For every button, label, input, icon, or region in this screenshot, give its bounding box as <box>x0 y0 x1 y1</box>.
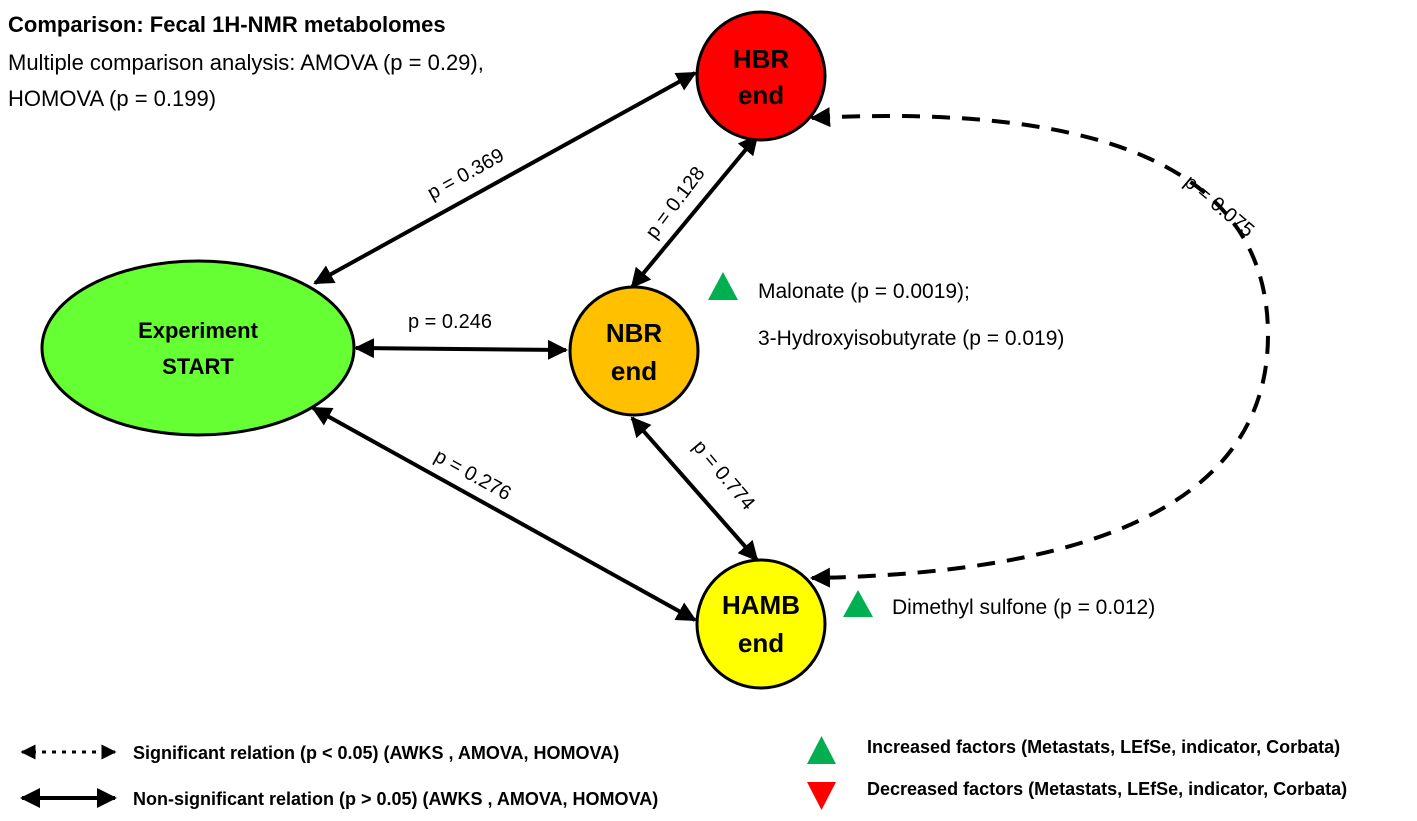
increased-triangle-icon <box>708 272 738 300</box>
node-hbr-label-line2: end <box>738 80 784 110</box>
legend-decreased-triangle-icon <box>807 782 836 810</box>
edge-label-hbr-hamb: p = 0.075 <box>1180 171 1258 242</box>
edges <box>311 71 1271 622</box>
node-start: Experiment START <box>40 259 356 437</box>
legend-increased-label: Increased factors (Metastats, LEfSe, ind… <box>867 737 1340 757</box>
node-hbr-shape <box>695 10 827 142</box>
node-nbr-shape <box>568 285 700 417</box>
legend-increased-triangle-icon <box>807 736 836 764</box>
edge-hbr-hamb-dashed <box>810 107 1271 588</box>
annotation-hydroxyisobutyrate: 3-Hydroxyisobutyrate (p = 0.019) <box>758 327 1064 350</box>
annotation-dimethyl-sulfone: Dimethyl sulfone (p = 0.012) <box>892 596 1155 619</box>
node-hamb-shape <box>695 558 827 690</box>
node-start-shape <box>40 259 356 437</box>
diagram-subtitle-line1: Multiple comparison analysis: AMOVA (p =… <box>8 50 484 75</box>
node-nbr-label-line1: NBR <box>606 318 663 348</box>
edge-start-nbr <box>354 338 568 360</box>
node-nbr: NBR end <box>568 285 700 417</box>
legend: Significant relation (p < 0.05) (AWKS , … <box>20 736 1347 810</box>
edge-nbr-hbr <box>630 134 759 289</box>
edge-label-nbr-hamb: p = 0.774 <box>688 436 759 514</box>
node-hbr-label-line1: HBR <box>733 44 790 74</box>
legend-nonsignificant-label: Non-significant relation (p > 0.05) (AWK… <box>133 789 658 809</box>
node-hamb-label-line2: end <box>738 628 784 658</box>
annotation-malonate: Malonate (p = 0.0019); <box>758 280 970 303</box>
node-hamb: HAMB end <box>695 558 827 690</box>
edge-label-start-hbr: p = 0.369 <box>424 144 508 204</box>
node-hamb-label-line1: HAMB <box>722 590 800 620</box>
diagram-title: Comparison: Fecal 1H-NMR metabolomes <box>8 12 446 37</box>
node-hbr: HBR end <box>695 10 827 142</box>
edge-nbr-hamb <box>630 416 759 562</box>
node-start-label-line2: START <box>162 354 234 379</box>
increased-triangle-icon <box>843 590 873 617</box>
legend-significant-label: Significant relation (p < 0.05) (AWKS , … <box>133 743 619 763</box>
edge-label-start-nbr: p = 0.246 <box>408 311 492 333</box>
legend-decreased-label: Decreased factors (Metastats, LEfSe, ind… <box>867 779 1347 799</box>
diagram-subtitle-line2: HOMOVA (p = 0.199) <box>8 86 216 111</box>
node-nbr-label-line2: end <box>611 356 657 386</box>
edge-start-hbr <box>313 71 697 285</box>
node-start-label-line1: Experiment <box>138 318 258 343</box>
edge-start-hamb <box>311 406 697 622</box>
